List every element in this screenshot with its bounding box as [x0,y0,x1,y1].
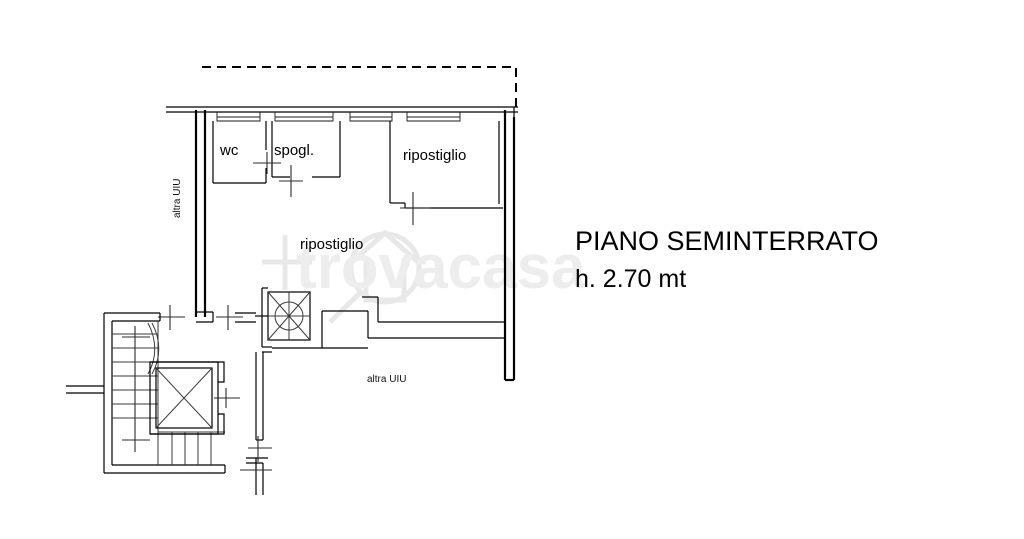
stair-treads-left [112,321,159,465]
wall-stub-left [66,385,104,394]
window-opening [349,112,393,122]
window-opening [406,112,461,122]
entry-passage [240,436,272,495]
room-label-spogl: spogl. [274,142,314,159]
corridor-wall [255,352,264,441]
room-label-ripostiglio-ne: ripostiglio [403,147,466,164]
plan-subtitle: h. 2.70 mt [575,265,686,293]
interior-walls-lower [272,296,505,349]
projection-outline [202,66,517,108]
plan-title: PIANO SEMINTERRATO [575,226,879,256]
stairwell-walls [103,312,226,474]
stair-treads-bottom [158,431,225,465]
room-label-wc: wc [219,142,239,159]
room-label-ripostiglio-main: ripostiglio [300,236,363,253]
exterior-wall-top [166,106,518,117]
door-marks-wc-spogl [253,152,303,197]
exterior-wall-right [503,110,516,382]
window-openings-top-wall [216,112,461,122]
landing-door-marks [158,305,256,330]
watermark-text: trovacasa [296,233,586,302]
elevator-shaft [149,361,240,435]
ventilation-shaft [255,287,311,353]
room-ripostiglio-ne: ripostiglio [389,121,503,225]
window-opening [274,112,334,122]
watermark-trovacasa: trovacasa [262,229,586,324]
window-opening [216,112,261,122]
title-block: PIANO SEMINTERRATO h. 2.70 mt [575,226,879,293]
room-wc: wc [212,121,267,184]
annotation-altra-uiu-left: altra UIU [172,179,183,218]
exterior-wall-left [194,110,207,317]
room-spogl: spogl. [271,121,341,178]
annotation-altra-uiu-bottom: altra UIU [367,374,406,385]
